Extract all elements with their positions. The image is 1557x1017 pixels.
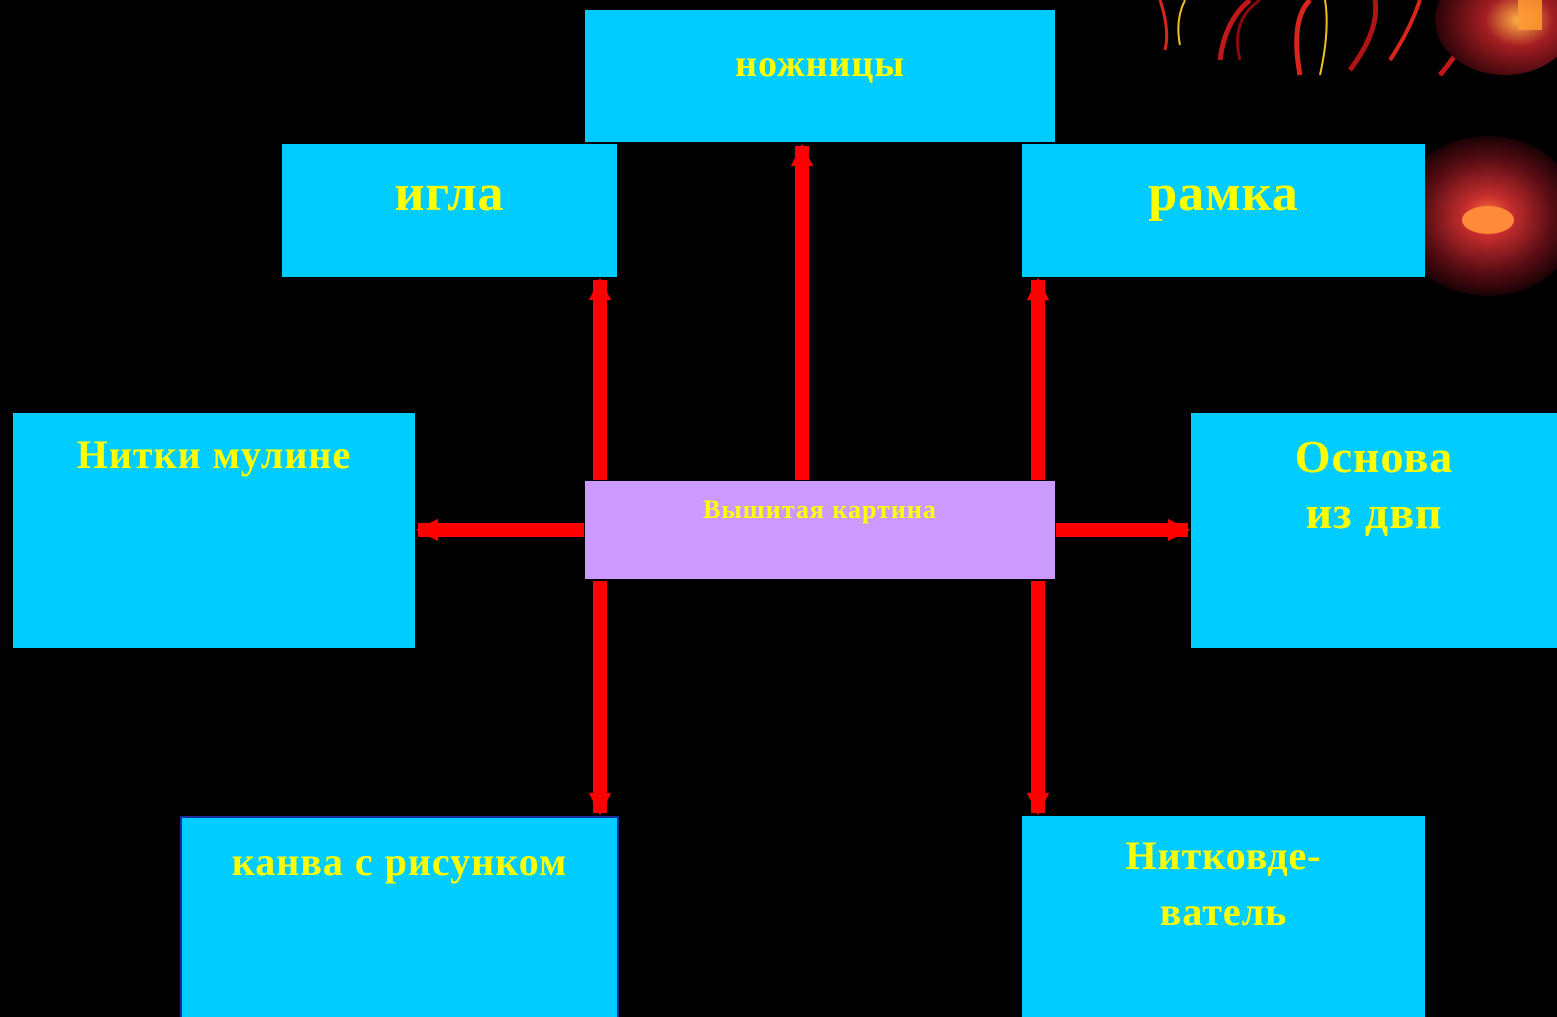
box-canvas: канва с рисунком bbox=[180, 816, 619, 1017]
box-scissors-label: ножницы bbox=[735, 43, 905, 85]
box-scissors: ножницы bbox=[585, 10, 1055, 142]
box-threads-label: Нитки мулине bbox=[76, 432, 352, 477]
center-box: Вышитая картина bbox=[585, 481, 1055, 579]
box-needle-threader-line1: Нитковде- bbox=[1125, 833, 1322, 878]
box-needle: игла bbox=[282, 144, 617, 277]
box-threads: Нитки мулине bbox=[13, 413, 415, 648]
box-needle-label: игла bbox=[394, 165, 505, 222]
box-base: Основа из двп bbox=[1191, 413, 1557, 648]
center-label: Вышитая картина bbox=[703, 495, 937, 524]
box-frame-label: рамка bbox=[1148, 165, 1299, 222]
box-needle-threader-line2: ватель bbox=[1159, 889, 1288, 934]
box-base-line1: Основа bbox=[1294, 431, 1454, 482]
box-needle-threader: Нитковде- ватель bbox=[1022, 816, 1425, 1017]
box-frame: рамка bbox=[1022, 144, 1425, 277]
box-base-line2: из двп bbox=[1305, 487, 1443, 538]
box-canvas-label: канва с рисунком bbox=[231, 839, 568, 884]
